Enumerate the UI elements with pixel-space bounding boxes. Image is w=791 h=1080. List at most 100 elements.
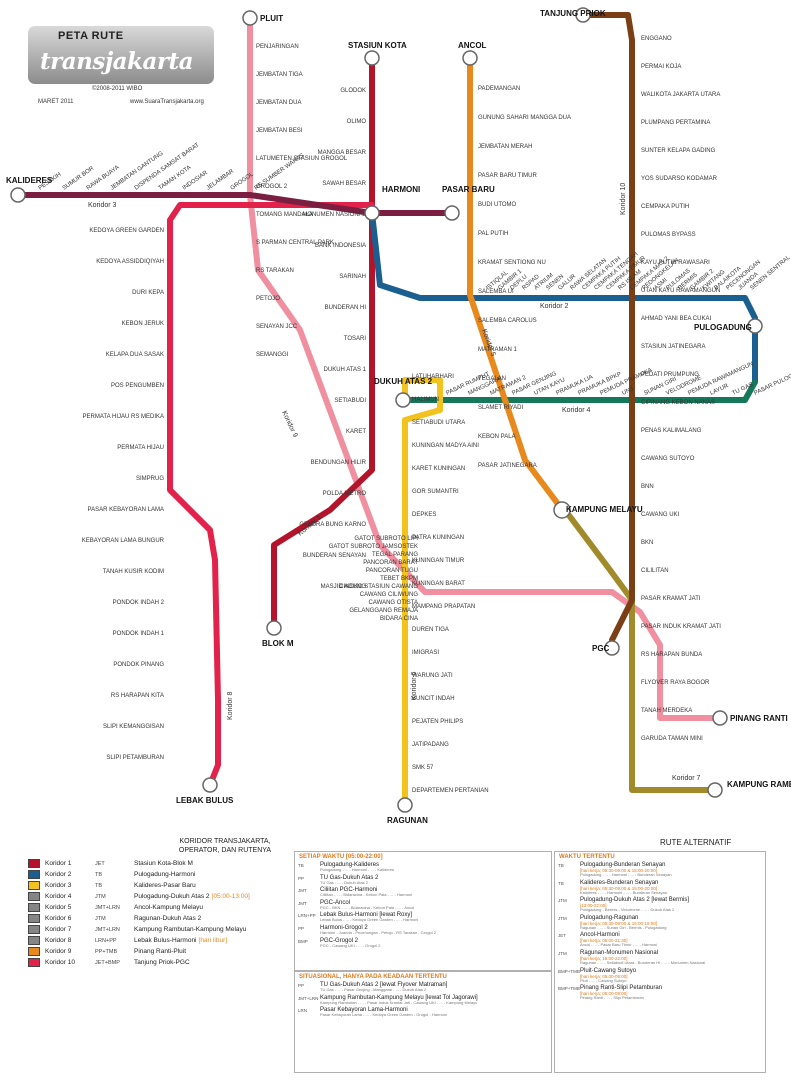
corridor-6-label: Koridor 6 <box>411 671 418 700</box>
alt-route-operator: JMT <box>298 900 307 906</box>
legend-route: Kampung Rambutan-Kampung Melayu <box>134 926 247 933</box>
label-kampung-rambutan: KAMPUNG RAMBUTAN <box>727 780 791 789</box>
corridor-8-line <box>167 202 375 788</box>
alt-route-title: Pulogadung-Kalideres <box>320 862 380 868</box>
legend-swatch <box>28 859 40 868</box>
station-label: SIMPRUG <box>136 476 164 482</box>
station-label: PERMATA HIJAU <box>117 445 164 451</box>
legend-operator: JMT+LRN <box>95 926 120 933</box>
alt-route-stops: Pasar Kebayoran Lama - ... - Kedoya Gree… <box>320 1012 447 1018</box>
alt-route-operator: TB <box>558 880 564 886</box>
station-label: KEDOYA ASSIDDIQIYAH <box>96 259 164 265</box>
corridor-4-line <box>397 379 758 403</box>
legend-swatch <box>28 958 40 967</box>
station-label: PLUMPANG PERTAMINA <box>641 120 710 126</box>
legend-route: Pulogadung-Harmoni <box>134 871 196 878</box>
alt-route-title: Pulogadung-Ragunan <box>580 914 639 921</box>
legend-corridor: Koridor 1 <box>45 860 72 867</box>
station-label: BUNDERAN HI <box>325 305 367 311</box>
station-label: LATUMETEN STASIUN GROGOL <box>256 156 348 162</box>
station-label: BUDI UTOMO <box>478 202 517 208</box>
label-priok: TANJUNG PRIOK <box>540 9 606 18</box>
station-label: BANK INDONESIA <box>315 243 366 249</box>
station-label: TEGAL PARANG <box>372 552 418 558</box>
station-label: BKN <box>641 540 653 546</box>
legend-extra: [hari libur] <box>198 937 228 944</box>
alt-route-title: Pasar Kebayoran Lama-Harmoni <box>320 1007 408 1014</box>
alt-route-stops: Ragunan - ... - Setiabudi Utara - Bunder… <box>580 959 706 965</box>
station-label: RS HARAPAN BUNDA <box>641 652 702 658</box>
station-label: SETIABUDI <box>334 398 366 404</box>
station-label: PONDOK PINANG <box>113 662 164 668</box>
station-label: PASAR JATINEGARA <box>478 463 537 469</box>
alt-route-title: Kalideres-Bunderan Senayan <box>580 879 659 886</box>
station-label: STASIUN JATINEGARA <box>641 344 705 350</box>
station-label: CEMPAKA PUTIH <box>641 204 689 210</box>
corridor-3-line <box>15 192 455 216</box>
station-label: RS HARAPAN KITA <box>111 693 164 699</box>
legend-title: KORIDOR TRANSJAKARTA, OPERATOR, DAN RUTE… <box>178 838 272 854</box>
terminal-kalideres <box>10 187 26 203</box>
station-label: DUKUH ATAS 1 <box>324 367 367 373</box>
corridor-10-line <box>580 12 635 643</box>
corridor-2-line <box>369 210 758 385</box>
station-label: PEDATI PRUMPUNG <box>641 372 699 378</box>
station-label: JEMBATAN DUA <box>256 100 301 106</box>
station-label: DEPARTEMEN PERTANIAN <box>412 788 489 794</box>
station-label: GATOT SUBROTO JAMSOSTEK <box>329 544 418 550</box>
station-label: MONUMEN NASIONAL <box>302 212 366 218</box>
alt-route-note: [hari kerja; 16:00-22:00] <box>580 955 628 961</box>
station-label: CAWANG UKI <box>641 512 680 518</box>
alt-route-title: PGC-Grogol 2 <box>320 937 359 944</box>
alt-route-operator: JMT+LRN <box>298 995 319 1001</box>
legend-corridor: Koridor 5 <box>45 904 72 911</box>
station-label: PATRA KUNINGAN <box>412 535 464 541</box>
station-label: PERMAI KOJA <box>641 64 681 70</box>
station-label: CAWANG SUTOYO <box>641 456 695 462</box>
alt-route-stops: Pinang Ranti - ... - Slipi Petamburan <box>580 995 644 1001</box>
station-label: PASAR INDUK KRAMAT JATI <box>641 624 721 630</box>
corridor-9-line <box>247 15 723 721</box>
legend-swatch <box>28 892 40 901</box>
corridor-2-label: Koridor 2 <box>540 303 569 310</box>
terminal-ancol <box>462 50 478 66</box>
station-label: POS PENGUMBEN <box>111 383 164 389</box>
terminal-pasar-baru <box>444 205 460 221</box>
station-label: KUNINGAN BARAT <box>412 581 465 587</box>
legend-route: Tanjung Priok-PGC <box>134 959 190 966</box>
alt-route-operator: JTM <box>558 915 567 921</box>
alt-route-title: Pinang Ranti-Slipi Petamburan <box>580 985 663 992</box>
legend-operator: JTM <box>95 915 106 922</box>
label-lebak-bulus: LEBAK BULUS <box>176 796 234 805</box>
alt-route-stops: TU Gas - ... - Pasar Genjing - Manggarai… <box>320 987 427 992</box>
station-label: GROGOL 2 <box>256 184 288 190</box>
station-label: PETOJO <box>256 296 280 302</box>
legend-route: Ragunan-Dukuh Atas 2 <box>134 915 202 922</box>
alt-route-stops: Pulogadung - ... - Harmoni - ... - Kalid… <box>320 867 395 872</box>
alt-route-title: Lebak Bulus-Harmoni [lewat Roxy] <box>320 912 413 919</box>
station-label: KARET <box>346 429 366 435</box>
legend-corridor: Koridor 10 <box>45 959 75 966</box>
station-label: KEBON JERUK <box>122 321 164 327</box>
legend-extra: [05:00-13:00] <box>211 893 250 900</box>
legend-swatch <box>28 936 40 945</box>
alt-route-note: [hari kerja; 05:30-09:00 & 16:00-19:00] <box>580 920 658 926</box>
station-label: PERMATA HIJAU RS MEDIKA <box>83 414 164 420</box>
terminal-kota <box>364 50 380 66</box>
alt-route-operator: LRN <box>298 1008 308 1014</box>
corridor-3-label: Koridor 3 <box>88 202 117 209</box>
alt-route-stops: Ancol - ... - Pasar Baru Timur - ... - H… <box>580 942 658 948</box>
logo-panel <box>28 26 214 84</box>
corridor-5-label: Koridor 5 <box>480 328 496 357</box>
station-label: GELANGGANG REMAJA <box>349 608 418 614</box>
